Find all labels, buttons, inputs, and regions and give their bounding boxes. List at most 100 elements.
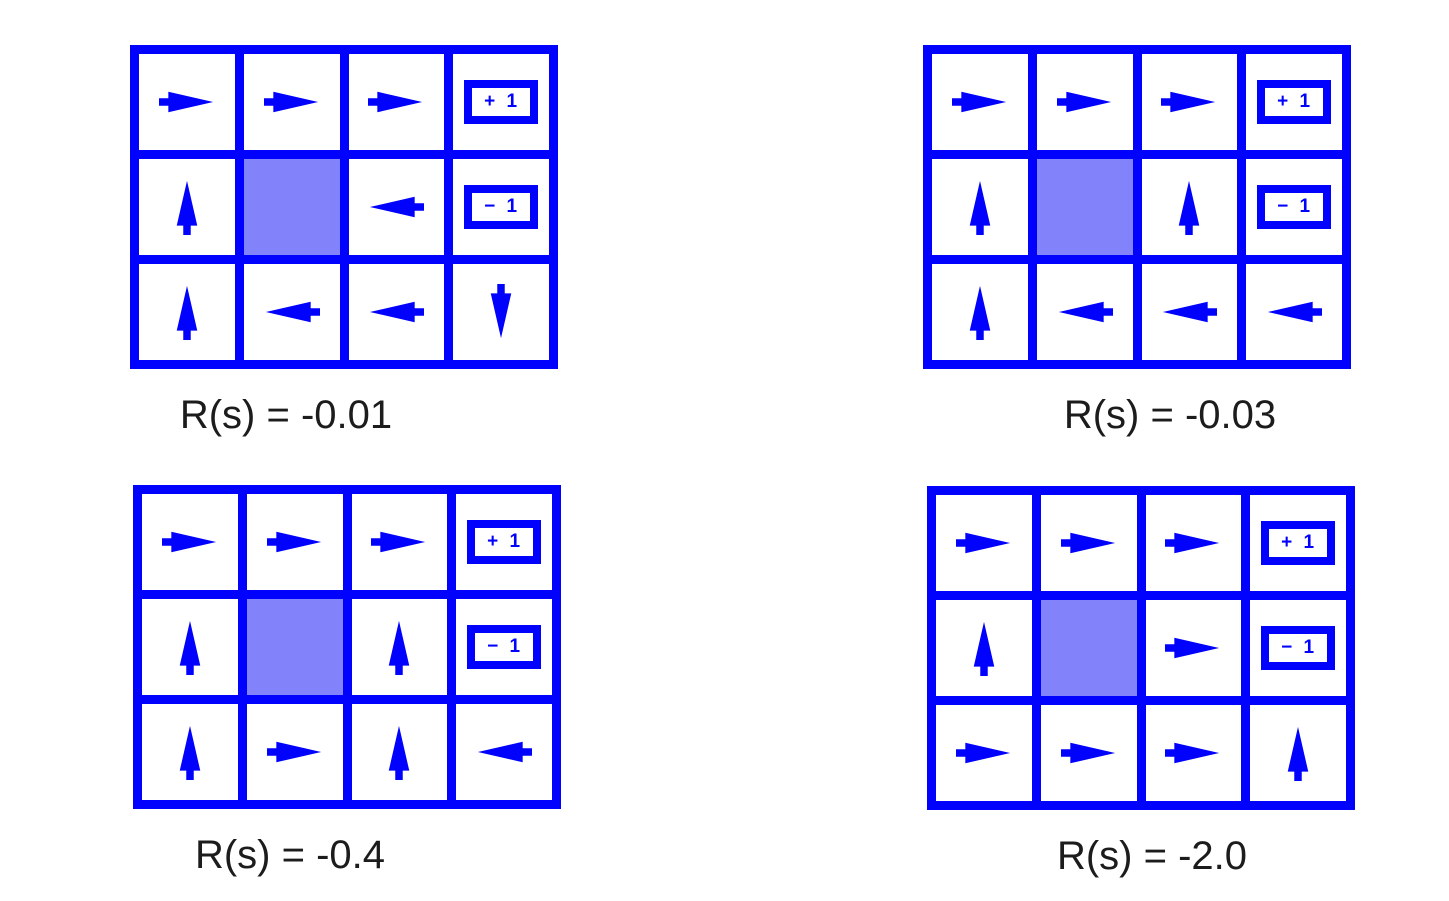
arrow-left-icon [370,196,425,218]
policy-cell [348,54,445,150]
wall-cell [243,159,340,255]
arrow-right-icon [1056,91,1111,113]
arrow-up-icon [176,285,198,340]
terminal-cell-minus-one: − 1 [1246,159,1342,255]
arrow-right-icon [266,741,321,763]
policy-grid-top-left: + 1 − 1 [130,45,558,369]
terminal-cell-plus-one: + 1 [1246,54,1342,150]
terminal-minus-one-box: − 1 [1257,185,1332,229]
policy-cell [348,264,445,360]
policy-cell [139,54,235,150]
policy-cell [932,264,1028,360]
arrow-up-icon [969,180,991,235]
arrow-right-icon [951,91,1007,113]
policy-grid-top-right: + 1 − 1 [923,45,1351,369]
policy-cell [139,159,235,255]
policy-cell [1141,159,1238,255]
policy-cell [936,705,1032,801]
arrow-left-icon [1058,301,1113,323]
arrow-up-icon [1287,726,1309,781]
policy-cell [1246,264,1342,360]
arrow-left-icon [1267,301,1323,323]
policy-cell [139,264,235,360]
terminal-cell-minus-one: − 1 [453,159,549,255]
terminal-cell-minus-one: − 1 [456,599,552,695]
policy-cell [348,159,445,255]
arrow-up-icon [1179,180,1200,235]
policy-grid-bottom-left: + 1 − 1 [133,485,561,809]
terminal-cell-minus-one: − 1 [1250,600,1346,696]
arrow-right-icon [1165,637,1220,659]
panel-caption: R(s) = -2.0 [1056,834,1248,878]
panel-caption: R(s) = -0.4 [194,833,386,877]
panel-top-right: + 1 − 1 R(s) = -0.03 [923,45,1351,438]
arrow-down-icon [490,284,512,339]
panel-caption: R(s) = -0.01 [179,393,393,437]
policy-cell [1040,705,1137,801]
arrow-right-icon [263,91,318,113]
terminal-cell-plus-one: + 1 [456,494,552,590]
policy-cell [243,54,340,150]
terminal-cell-plus-one: + 1 [1250,495,1346,591]
arrow-right-icon [1165,742,1220,764]
policy-cell [351,599,448,695]
arrow-right-icon [955,742,1011,764]
arrow-right-icon [1161,91,1216,113]
arrow-right-icon [371,531,426,553]
policy-cell [453,264,549,360]
wall-cell [1040,600,1137,696]
arrow-up-icon [389,725,410,780]
arrow-up-icon [389,620,410,675]
policy-cell [1036,54,1133,150]
terminal-minus-one-box: − 1 [467,625,542,669]
policy-cell [142,494,238,590]
terminal-cell-plus-one: + 1 [453,54,549,150]
terminal-minus-one-box: − 1 [1261,626,1336,670]
panel-bottom-left: + 1 − 1 R(s) = -0.4 [133,485,561,878]
wall-cell [246,599,343,695]
policy-cell [243,264,340,360]
terminal-plus-one-box: + 1 [1261,521,1336,565]
policy-cell [1036,264,1133,360]
policy-cell [142,599,238,695]
arrow-left-icon [477,741,533,763]
policy-cell [1141,54,1238,150]
panel-caption: R(s) = -0.03 [1063,393,1277,437]
panel-top-left: + 1 − 1 R(s) = -0.01 [130,45,558,438]
terminal-plus-one-box: + 1 [467,520,542,564]
arrow-up-icon [179,725,201,780]
policy-cell [1141,264,1238,360]
arrow-up-icon [969,285,991,340]
wall-cell [1036,159,1133,255]
arrow-left-icon [265,301,320,323]
policy-cell [1145,495,1242,591]
policy-cell [456,704,552,800]
policy-cell [351,704,448,800]
arrow-up-icon [179,620,201,675]
arrow-right-icon [1165,532,1220,554]
policy-cell [1145,705,1242,801]
policy-cell [1145,600,1242,696]
policy-cell [246,704,343,800]
arrow-right-icon [1060,742,1115,764]
policy-cell [1040,495,1137,591]
policy-grid-bottom-right: + 1 − 1 [927,486,1355,810]
arrow-right-icon [161,531,217,553]
arrow-left-icon [370,301,425,323]
policy-cell [1250,705,1346,801]
arrow-right-icon [368,91,423,113]
arrow-right-icon [158,91,214,113]
panel-bottom-right: + 1 − 1 R(s) = -2.0 [927,486,1355,879]
policy-cell [932,159,1028,255]
policy-cell [246,494,343,590]
arrow-right-icon [955,532,1011,554]
arrow-right-icon [1060,532,1115,554]
policy-cell [351,494,448,590]
policy-cell [936,495,1032,591]
arrow-up-icon [973,621,995,676]
terminal-minus-one-box: − 1 [464,185,539,229]
arrow-up-icon [176,180,198,235]
arrow-right-icon [266,531,321,553]
terminal-plus-one-box: + 1 [1257,80,1332,124]
